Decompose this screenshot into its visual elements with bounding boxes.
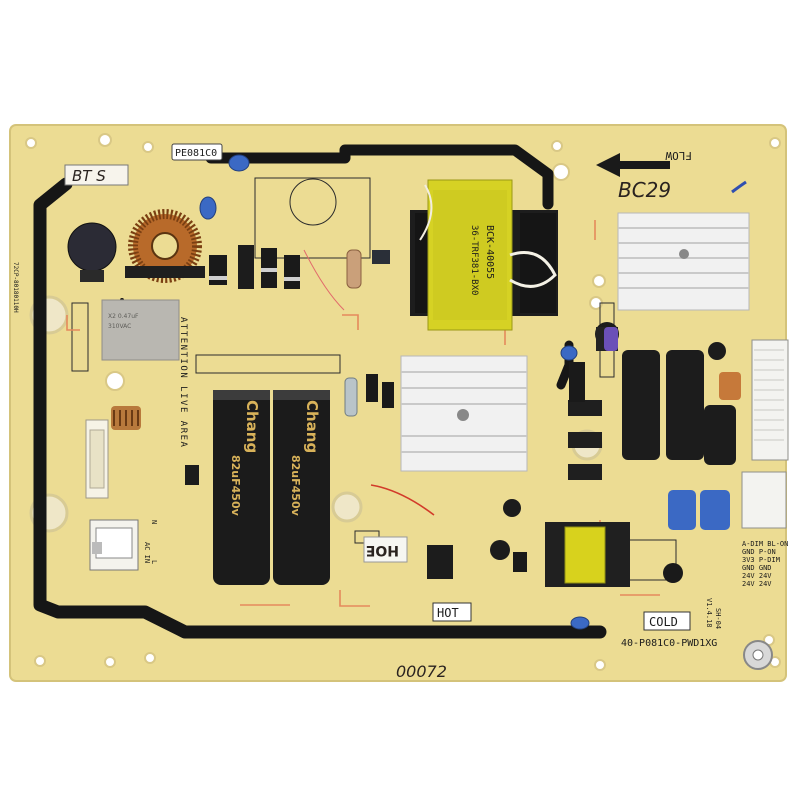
resistor-blue [344,377,358,417]
mounting-holes [25,133,781,671]
ac-l-label: L [150,560,158,564]
heatsink-top [617,212,750,311]
cold-label: COLD [649,615,678,629]
legend-row-0: A-DIM BL-ON [742,540,788,548]
ac-input-connector [89,519,139,571]
filter-inductor [111,406,141,430]
ceramic-capacitors [199,154,590,630]
x-capacitor: X2 0.47uF 310VAC [101,299,180,361]
transistor-vertical [569,362,585,402]
handwritten-tag-bottom: 00072 [396,662,447,681]
handwritten-tag-left: BT S [72,167,106,185]
main-transformer [410,179,558,331]
red-marker-stroke [370,484,435,516]
legend-row-4: 24V 24V [742,572,772,580]
bulk-capacitor-1 [213,390,270,585]
legend-row-5: 24V 24V [742,580,772,588]
radial-capacitor [490,540,510,560]
secondary-capacitors [595,322,741,465]
cap1-rating: 82uF450v [229,455,242,517]
svg-text:310VAC: 310VAC [108,323,131,330]
model-label-box [171,143,223,161]
rectifier-diodes [209,245,300,289]
transformer-part: BCK-40055 [484,225,495,279]
fuse [85,419,109,499]
attention-label: ATTENTION LIVE AREA [178,317,188,448]
small-ic [372,250,390,264]
ac-n-label: N [150,520,158,524]
cap2-rating: 82uF450v [289,455,302,517]
legend-row-3: GND GND [742,564,772,572]
output-connector [741,339,789,529]
model-label: PE081C0 [175,148,217,159]
toroid-choke [125,209,205,283]
sticker-mark: HOE [366,542,399,558]
hot-label-box [432,602,472,622]
paper-tag [64,164,129,186]
legend-row-2: 3V3 P-DIM [742,556,780,564]
sticker: HOE [363,536,408,563]
sticker-labels: 72CP-80180110H [12,262,19,313]
transistor-column [568,400,602,480]
hazard-outlines [66,220,660,607]
sn-code: SH-04 [714,608,722,629]
cap1-brand: Chang [243,400,261,453]
hot-label: HOT [437,606,459,620]
flow-arrow: FLOW [596,149,692,177]
diode-small [366,374,378,402]
standby-transformer [545,522,630,587]
power-resistor [346,249,362,289]
controller-ic [427,545,453,579]
radial-capacitor-2 [503,499,521,517]
svg-text:X2 0.47uF: X2 0.47uF [108,313,139,320]
cap2-brand: Chang [303,400,321,453]
rev-code: V1.4.18 [705,598,713,628]
legend-row-1: GND P-ON [742,548,776,556]
diode-bottom [513,552,527,572]
cold-label-box [643,611,691,631]
bottom-capacitor [663,563,683,583]
diode-small-2 [382,382,394,408]
bulk-capacitor-2 [273,390,330,585]
flow-label: FLOW [665,149,692,162]
ac-in-label: AC IN [143,542,151,563]
heatsink-middle [400,355,528,472]
transformer-code: 36-TRF381-BX0 [469,225,479,295]
part-number-label: 40-P081C0-PWD1XG [621,638,717,649]
thermistor-disc [67,222,117,272]
ground-eyelet [743,640,773,670]
connector-legend: A-DIM BL-ON GND P-ON 3V3 P-DIM GND GND 2… [742,540,788,588]
diode-left [185,465,199,485]
svg-text:72CP-80180110H: 72CP-80180110H [12,262,19,313]
blue-electrolytic-capacitors [668,490,730,530]
handwritten-tag-right: BC29 [618,178,671,202]
